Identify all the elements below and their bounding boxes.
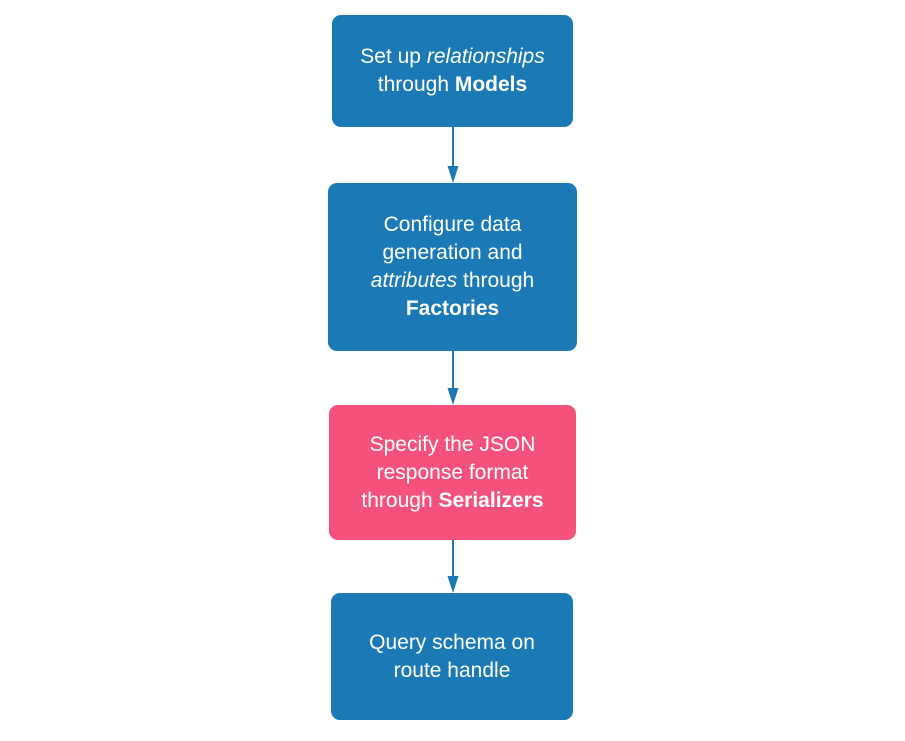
flow-node-label: Query schema on route handle	[331, 629, 573, 685]
label-line: through Serializers	[361, 488, 544, 512]
flow-node-label: Set up relationships through Models	[332, 43, 573, 99]
flow-node-serializers: Specify the JSON response format through…	[329, 405, 576, 540]
flow-node-factories: Configure data generation and attributes…	[328, 183, 577, 351]
label-line: attributes through	[370, 269, 535, 292]
label-line: response format	[376, 460, 529, 484]
label-line: Set up relationships	[360, 45, 545, 68]
label-line: generation and	[382, 241, 523, 264]
arrow-down-icon	[447, 351, 459, 405]
label-line: Query schema on	[369, 630, 535, 654]
flow-node-route-handle: Query schema on route handle	[331, 593, 573, 720]
flow-node-label: Configure data generation and attributes…	[328, 211, 577, 323]
label-line: Configure data	[383, 213, 522, 236]
flow-node-models: Set up relationships through Models	[332, 15, 573, 127]
label-line: route handle	[393, 658, 511, 682]
arrow-down-icon	[447, 540, 459, 593]
flow-node-label: Specify the JSON response format through…	[329, 431, 576, 515]
arrow-down-icon	[447, 127, 459, 183]
label-line: Factories	[405, 297, 500, 320]
label-line: Specify the JSON	[369, 432, 536, 456]
label-line: through Models	[377, 73, 528, 96]
